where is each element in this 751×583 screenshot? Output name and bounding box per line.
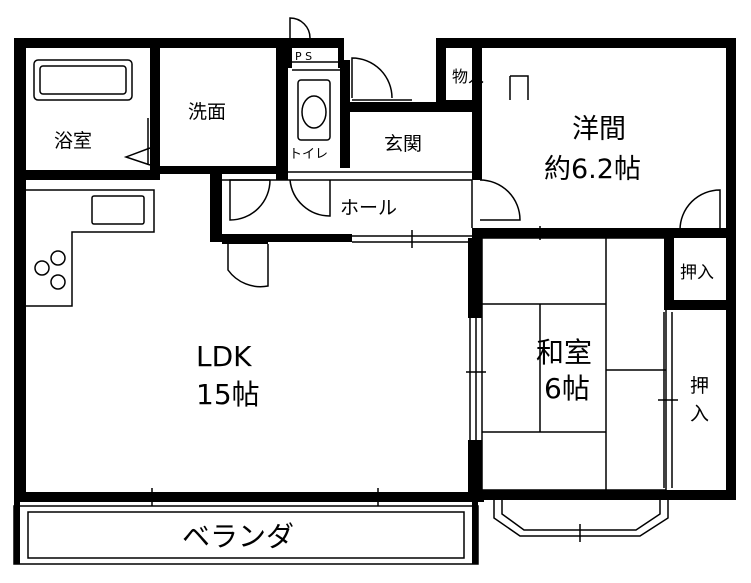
japanese-size-label: 6帖 <box>544 372 590 405</box>
japanese-name-label: 和室 <box>536 336 592 369</box>
closet-large-label-1: 押 <box>690 375 709 397</box>
veranda-edge <box>14 502 478 564</box>
fixtures <box>13 17 721 565</box>
walls <box>14 38 736 502</box>
ldk-size-label: 15帖 <box>196 378 260 411</box>
storage-label: 物入 <box>452 67 484 86</box>
ldk-name-label: LDK <box>196 340 252 373</box>
washroom-label: 洗面 <box>188 101 226 123</box>
ps-label: P S <box>295 50 312 63</box>
western-size-label: 約6.2帖 <box>544 154 641 185</box>
veranda-label: ベランダ <box>182 520 294 553</box>
room-labels: 浴室 洗面 P S トイレ 玄関 物入 洋間 約6.2帖 ホール 押入 LDK … <box>54 50 714 553</box>
entrance-label: 玄関 <box>384 133 422 155</box>
closet-small-label: 押入 <box>680 263 714 283</box>
hall-label: ホール <box>340 197 397 219</box>
western-name-label: 洋間 <box>572 114 626 145</box>
closet-large-label-2: 入 <box>690 403 709 425</box>
toilet-label: トイレ <box>289 147 328 162</box>
bath-label: 浴室 <box>54 130 92 152</box>
